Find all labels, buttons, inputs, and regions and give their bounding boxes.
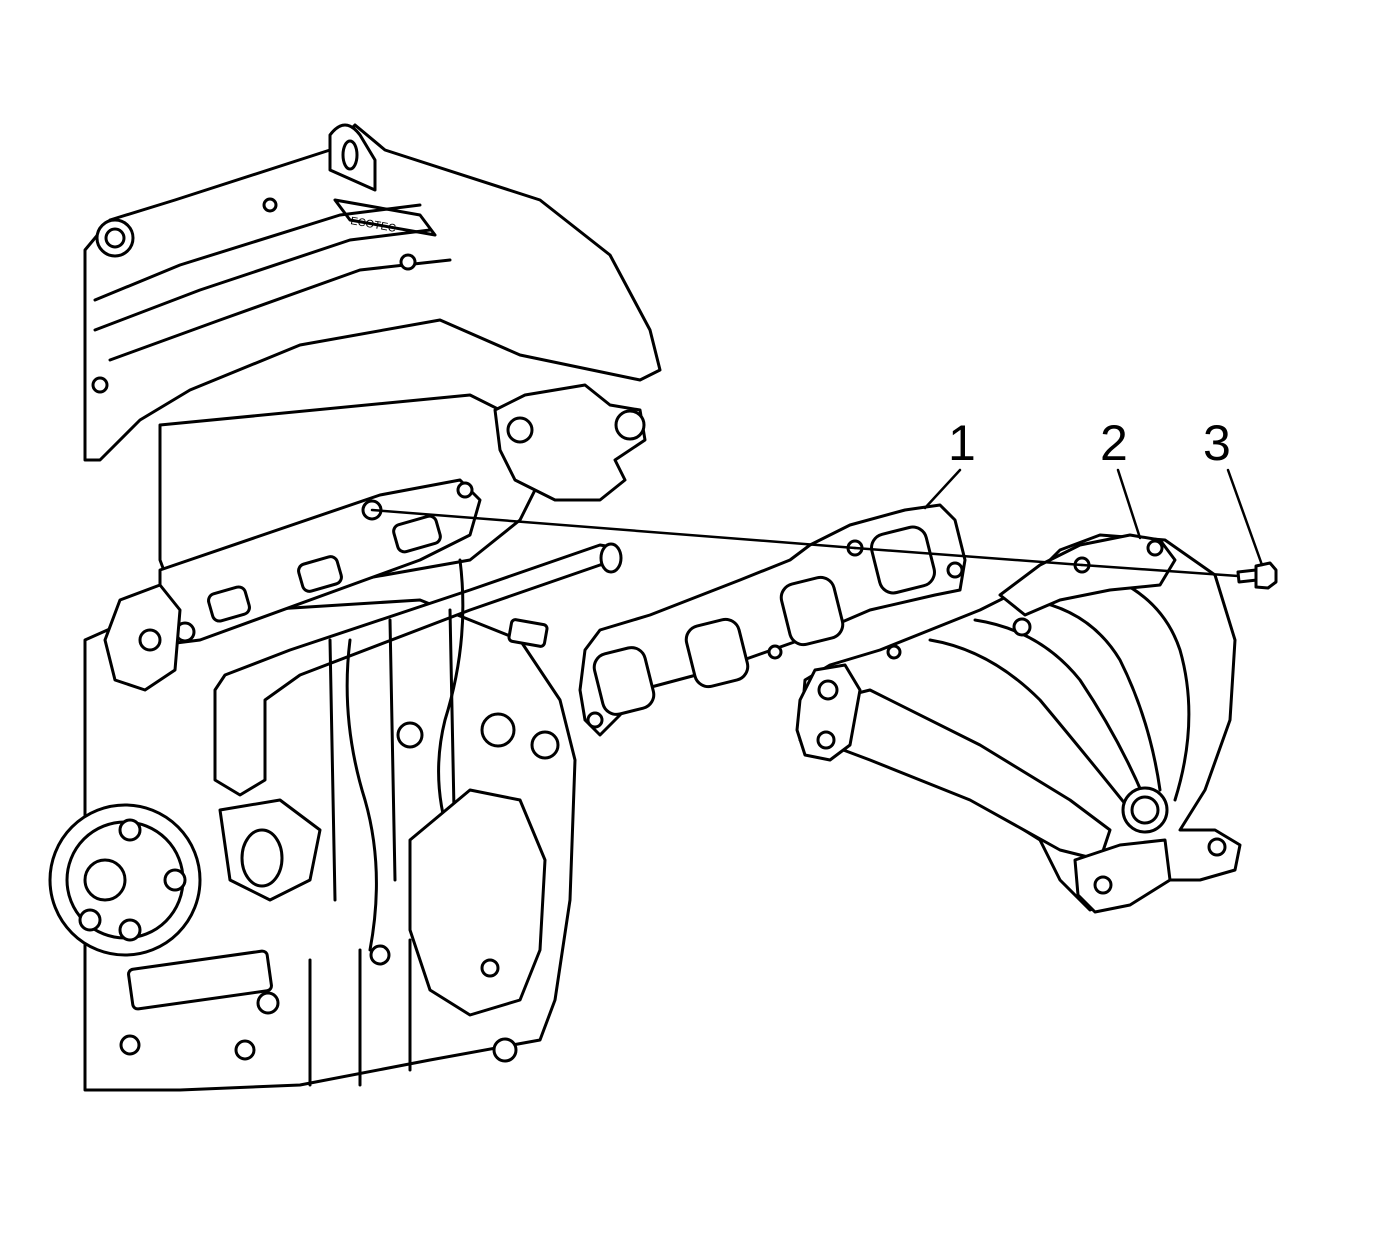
valve-cover-bolt [91, 376, 109, 394]
pulley-hole [163, 868, 187, 892]
alignment-lines [370, 468, 1264, 578]
valve-cover-rib-2 [93, 228, 432, 332]
water-pump-bolt [138, 628, 162, 652]
lower-block-bolt [256, 991, 280, 1015]
callout-label-1: 1 [948, 415, 976, 471]
block-boss [396, 721, 424, 749]
alignment-line-manifold-bolt [1080, 563, 1240, 578]
callout-leader-1 [923, 468, 962, 510]
tensioner-pulley [240, 828, 284, 888]
gasket-port-2 [684, 617, 750, 689]
engine-exhaust-port [297, 555, 343, 593]
bolt-head [1254, 561, 1278, 590]
engine-exhaust-port [207, 585, 251, 623]
pulley-hole [118, 818, 142, 842]
lifting-eye-hole [341, 139, 359, 171]
manifold-bracket-hole [1207, 837, 1227, 857]
manifold-bracket-hole [1093, 875, 1113, 895]
manifold-flange-hole [817, 679, 839, 701]
callout-leader-2 [1116, 468, 1142, 540]
gasket-port-1 [592, 646, 656, 716]
lower-block-bolt [369, 944, 391, 966]
manifold-flange [998, 533, 1177, 617]
block-rib [388, 618, 397, 882]
lower-bracket [127, 949, 273, 1011]
throttle-body-housing [493, 383, 647, 502]
gasket-stud-hole [586, 711, 604, 729]
manifold-runner [928, 638, 1132, 812]
wiring-harness [345, 638, 378, 952]
valve-cover-rib-1 [93, 203, 422, 302]
pulley-hole [118, 918, 142, 942]
heat-shield-bolt [480, 958, 500, 978]
lower-block-bolt [492, 1037, 518, 1063]
oxygen-sensor-port [480, 712, 516, 748]
manifold-boss [886, 644, 902, 660]
engine-logo-plate [333, 198, 437, 237]
engine-assembly: ECOTEC [48, 123, 662, 1092]
oil-filler-cap-inner [104, 227, 126, 249]
engine-connector [507, 618, 549, 648]
coolant-pipe [213, 543, 620, 797]
manifold-boss [1012, 617, 1032, 637]
gasket-port-3 [779, 575, 845, 647]
manifold-lower-bracket [1073, 838, 1172, 914]
gasket-stud-hole [946, 561, 964, 579]
bolt-shank [1236, 568, 1259, 584]
manifold-flange-hole [816, 730, 836, 750]
exhaust-manifold [795, 533, 1242, 914]
heat-shield [408, 788, 547, 1017]
pulley-hole [78, 908, 102, 932]
manifold-outlet-inner [1130, 795, 1160, 825]
manifold-runner [973, 618, 1147, 802]
gasket-outline [578, 503, 967, 737]
callout-label-3: 3 [1203, 415, 1231, 471]
throttle-body-port [614, 409, 646, 441]
crankshaft-pulley-hub [83, 858, 127, 902]
engine-stud-hole [456, 481, 474, 499]
gasket-stud-hole [767, 644, 783, 660]
callout-label-2: 2 [1100, 415, 1128, 471]
exhaust-manifold-bolt [1236, 561, 1278, 590]
lower-block-bolt [119, 1034, 141, 1056]
lower-block-bolt [234, 1039, 256, 1061]
manifold-stud-hole [1146, 539, 1164, 557]
valve-cover-bolt [399, 253, 417, 271]
block-rib [328, 638, 337, 902]
exhaust-manifold-gasket [578, 503, 967, 737]
callout-leader-3 [1226, 468, 1264, 567]
throttle-body-sensor [506, 416, 534, 444]
block-boss [530, 730, 560, 760]
engine-exhaust-port [392, 514, 442, 554]
alignment-line-gasket-manifold [853, 546, 1084, 567]
alignment-line-engine-gasket [370, 508, 857, 550]
manifold-left-flange [795, 663, 862, 762]
valve-cover-bolt [262, 197, 278, 213]
coolant-pipe-end [599, 542, 623, 574]
manifold-runner [1028, 598, 1162, 792]
